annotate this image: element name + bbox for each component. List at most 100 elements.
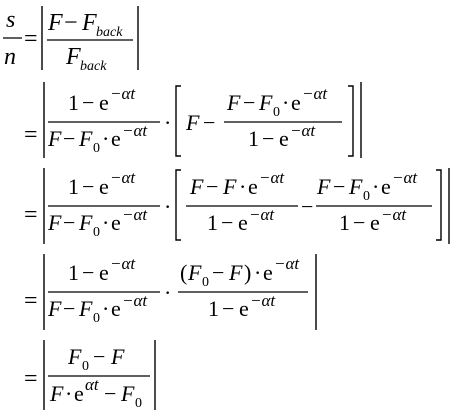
dot-operator: · (372, 174, 379, 199)
subscript-zero: 0 (273, 105, 280, 120)
step1-den-sub: back (80, 59, 107, 74)
minus-sign: − (64, 10, 78, 36)
inner2-num-e: e (381, 174, 391, 199)
step1-num-F: F (47, 10, 63, 36)
dot-operator: · (282, 90, 289, 115)
inner1-num-F: F (189, 174, 204, 199)
minus-sign: − (82, 260, 94, 285)
inner-num-e: e (291, 90, 301, 115)
frac-num-exp: −αt (110, 84, 136, 103)
inner1-den-e: e (238, 210, 248, 235)
dot-operator: · (254, 260, 261, 285)
subscript-zero: 0 (363, 189, 370, 204)
inner-num-exp: −αt (302, 84, 328, 103)
dot-operator: · (102, 126, 109, 151)
step5-num-F: F (110, 344, 125, 369)
frac-den-F0: F (78, 210, 93, 235)
frac-den-e: e (111, 210, 121, 235)
frac-den-exp: −αt (122, 205, 148, 224)
dot-operator: · (65, 381, 72, 406)
frac-num-one: 1 (68, 90, 79, 115)
minus-sign: − (63, 126, 75, 151)
inner1-den-one: 1 (207, 210, 218, 235)
frac-den-exp: −αt (122, 121, 148, 140)
inner2-num-F0: F (348, 174, 363, 199)
inner-den-one: 1 (248, 126, 259, 151)
inner-num-exp: −αt (274, 254, 300, 273)
equals-sign: = (24, 26, 38, 52)
inner-num-F0: F (258, 90, 273, 115)
dot-operator: · (102, 210, 109, 235)
minus-sign: − (212, 260, 224, 285)
step5-abs-value: F 0 − F F · e αt − F 0 (43, 340, 156, 411)
step1-num-F2: F (81, 10, 97, 36)
step5-den-F0: F (120, 381, 135, 406)
equals-sign: = (24, 366, 38, 392)
inner1-den-exp: −αt (249, 205, 275, 224)
frac-den-F: F (47, 210, 62, 235)
subscript-zero: 0 (93, 225, 100, 240)
inner1-num-F2: F (222, 174, 237, 199)
step1-num-sub: back (96, 25, 123, 40)
frac-num-exp: −αt (110, 254, 136, 273)
minus-sign: − (93, 344, 105, 369)
frac-den-e: e (111, 296, 121, 321)
step5-den-F: F (49, 381, 64, 406)
inner-num-e: e (263, 260, 273, 285)
inner-den-e: e (239, 296, 249, 321)
dot-operator: · (164, 194, 171, 219)
paren-open: ( (180, 260, 187, 285)
bracket-left (175, 85, 181, 157)
frac-den-F0: F (78, 126, 93, 151)
step5-den-e: e (74, 381, 84, 406)
step1-abs-value: F − F back F back (41, 6, 139, 74)
bracket-right (348, 85, 354, 157)
inner1-num-e: e (248, 174, 258, 199)
bracket-F: F (185, 110, 200, 135)
minus-sign: − (262, 126, 274, 151)
frac-num-one: 1 (68, 174, 79, 199)
frac-den-F0: F (78, 296, 93, 321)
dot-operator: · (164, 280, 171, 305)
inner-den-e: e (279, 126, 289, 151)
minus-sign: − (82, 90, 94, 115)
subscript-zero: 0 (82, 359, 89, 374)
inner2-den-e: e (370, 210, 380, 235)
equals-sign: = (24, 202, 38, 228)
inner2-num-F: F (316, 174, 331, 199)
step3-abs-value: 1 − e −αt F − F 0 · e −αt · F − F · e −α… (43, 168, 450, 244)
frac-num-one: 1 (68, 260, 79, 285)
minus-sign: − (353, 210, 365, 235)
minus-sign: − (63, 210, 75, 235)
minus-sign: − (63, 296, 75, 321)
frac-den-exp: −αt (122, 291, 148, 310)
subscript-zero: 0 (202, 275, 209, 290)
bracket-left (175, 169, 181, 241)
minus-sign: − (203, 110, 215, 135)
minus-sign: − (301, 194, 313, 219)
dot-operator: · (164, 110, 171, 135)
frac-den-F: F (47, 296, 62, 321)
inner1-num-exp: −αt (259, 168, 285, 187)
step5-num-F0: F (67, 344, 82, 369)
minus-sign: − (104, 381, 116, 406)
inner-num-F: F (226, 90, 241, 115)
lhs-denominator: n (4, 44, 16, 70)
inner-den-exp: −αt (290, 121, 316, 140)
bracket-right (436, 169, 442, 241)
lhs-numerator: s (6, 7, 15, 33)
step2-abs-value: 1 − e −αt F − F 0 · e −αt · F − F − F 0 … (43, 82, 362, 158)
frac-num-e: e (99, 174, 109, 199)
lhs-fraction: s n (3, 7, 22, 70)
inner-den-exp: −αt (250, 291, 276, 310)
frac-num-e: e (99, 260, 109, 285)
frac-den-F: F (47, 126, 62, 151)
step4-abs-value: 1 − e −αt F − F 0 · e −αt · ( F 0 − F ) … (43, 254, 317, 330)
inner2-den-one: 1 (339, 210, 350, 235)
frac-num-e: e (99, 90, 109, 115)
subscript-zero: 0 (93, 311, 100, 326)
minus-sign: − (333, 174, 345, 199)
frac-den-e: e (111, 126, 121, 151)
step1-den-F: F (65, 44, 81, 70)
